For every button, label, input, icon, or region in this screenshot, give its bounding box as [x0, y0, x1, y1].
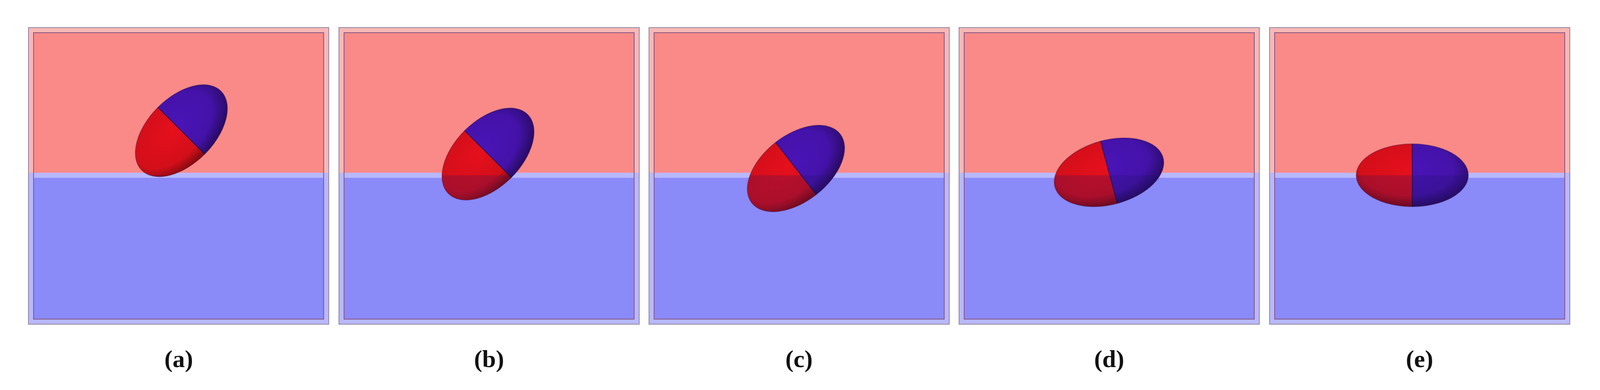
frame-edge	[649, 27, 950, 325]
frame-edge	[28, 27, 329, 325]
shading	[118, 67, 245, 195]
lower-fluid	[28, 175, 329, 325]
frame-edge	[959, 27, 1260, 325]
shading	[731, 107, 861, 229]
frame-edge	[964, 32, 1255, 320]
submerged-tint	[118, 175, 245, 194]
frame	[31, 175, 327, 322]
frame-edge	[654, 32, 945, 320]
simulation-panel	[338, 27, 640, 325]
janus-ellipsoid	[1355, 143, 1470, 208]
panel-label: (a)	[164, 347, 194, 372]
outline	[118, 67, 245, 195]
shading	[1046, 126, 1172, 218]
panel-label: (c)	[785, 347, 813, 372]
simulation-panel	[959, 27, 1260, 325]
frame-edge	[1274, 32, 1565, 320]
frame-edge	[33, 32, 324, 320]
janus-ellipsoid	[423, 90, 553, 219]
submerged-tint	[1356, 175, 1469, 207]
frame-edge	[344, 32, 635, 320]
frame-edge	[1269, 27, 1570, 325]
panel-label: (d)	[1094, 347, 1125, 372]
shading	[425, 91, 552, 218]
shading	[1356, 143, 1469, 207]
frame	[341, 175, 637, 322]
panel-label: (b)	[474, 347, 505, 372]
submerged-tint	[425, 175, 552, 218]
simulation-panel	[649, 27, 950, 325]
janus-ellipsoid	[730, 106, 862, 231]
frame-edge	[338, 27, 640, 325]
janus-ellipsoid	[1045, 125, 1173, 220]
janus-ellipsoid	[117, 66, 246, 196]
outline	[1356, 143, 1469, 207]
simulation-panel	[1269, 27, 1570, 325]
outline	[425, 91, 552, 218]
submerged-tint	[1046, 175, 1172, 219]
lower-fluid	[338, 175, 640, 325]
submerged-tint	[731, 175, 861, 230]
panel-label: (e)	[1405, 347, 1434, 372]
simulation-panel	[28, 27, 329, 325]
outline	[1046, 126, 1172, 218]
outline	[731, 107, 861, 229]
